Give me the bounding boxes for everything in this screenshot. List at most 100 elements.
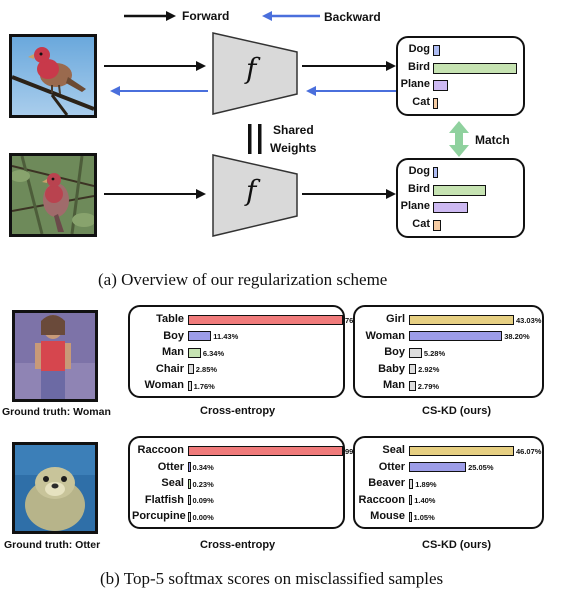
match-arrow-down-icon <box>449 145 469 157</box>
class-label: Plane <box>400 78 430 90</box>
score-percent-label: 5.28% <box>423 348 446 358</box>
score-percent-label: 1.40% <box>414 496 436 505</box>
caption-b: (b) Top-5 softmax scores on misclassifie… <box>100 569 444 588</box>
class-label: Girl <box>386 313 405 325</box>
class-label: Cat <box>412 217 430 230</box>
score-percent-label: 11.43% <box>213 332 239 341</box>
score-percent-label: 43.03% <box>516 315 542 325</box>
class-label: Bird <box>408 182 430 195</box>
diagram-arrows <box>104 61 469 199</box>
woman-image-icon <box>15 313 95 399</box>
probability-bar <box>433 167 438 178</box>
sample-image-woman <box>12 310 98 402</box>
class-label: Cat <box>412 95 430 108</box>
score-bar <box>409 511 412 522</box>
class-label: Porcupine <box>132 510 186 522</box>
bird-image-icon <box>12 37 94 115</box>
input-image-1 <box>9 34 97 118</box>
probability-bar <box>433 45 441 56</box>
sample-image-otter <box>12 442 98 534</box>
shared-weights-line-1: Shared <box>273 123 314 137</box>
score-bar <box>409 495 413 505</box>
class-label: Table <box>156 313 184 325</box>
class-label: Plane <box>400 200 430 212</box>
class-label: Man <box>383 379 405 391</box>
score-bar <box>188 380 192 391</box>
score-percent-label: 1.89% <box>415 479 437 489</box>
score-percent-label: 38.20% <box>504 332 530 341</box>
class-label: Baby <box>378 362 405 375</box>
score-bar <box>409 364 417 374</box>
class-label: Beaver <box>368 477 405 489</box>
score-percent-label: 0.23% <box>192 479 214 489</box>
score-bar <box>188 331 212 341</box>
class-label: Boy <box>163 329 184 342</box>
class-label: Raccoon <box>358 493 405 506</box>
match-arrow-up-icon <box>449 121 469 133</box>
probability-bar <box>433 184 486 196</box>
class-label: Flatfish <box>144 493 184 506</box>
legend-forward-label: Forward <box>182 9 230 23</box>
class-label: Boy <box>384 346 405 358</box>
cross-entropy-panel-woman: Table76.27%Boy11.43%Man6.34%Chair2.85%Wo… <box>128 305 370 398</box>
score-percent-label: 2.85% <box>195 365 218 374</box>
class-label: Seal <box>382 444 405 456</box>
legend-backward-label: Backward <box>324 10 381 24</box>
probability-bar <box>433 219 441 231</box>
probability-bar <box>433 62 517 74</box>
score-bar <box>409 380 416 391</box>
score-bar <box>188 462 191 472</box>
class-label: Dog <box>408 165 430 177</box>
otter-image-icon <box>15 445 95 531</box>
score-percent-label: 1.05% <box>413 512 435 522</box>
encoder-top <box>212 32 298 115</box>
score-bar <box>409 462 467 472</box>
class-label: Mouse <box>370 510 405 522</box>
score-bar <box>188 314 343 325</box>
class-label: Otter <box>378 460 405 473</box>
cs-kd-title-otter: CS-KD (ours) <box>422 539 492 551</box>
encoder-bottom <box>212 154 298 237</box>
class-label: Chair <box>155 362 184 375</box>
cs-kd-panel-otter: Seal 46.07% Otter 25.05% Beaver 1.89% Raccoon 1… <box>353 436 544 529</box>
score-percent-label: 0.00% <box>192 512 214 522</box>
score-bar <box>409 314 514 325</box>
class-label: Woman <box>365 329 405 342</box>
cross-entropy-title-woman: Cross-entropy <box>200 405 276 417</box>
score-bar <box>188 511 191 522</box>
score-percent-label: 1.76% <box>193 381 215 391</box>
score-bar <box>409 331 503 341</box>
caption-a: (a) Overview of our regularization schem… <box>98 270 388 289</box>
backward-arrow-icon <box>262 11 272 21</box>
legend-graphics <box>124 11 320 21</box>
class-label: Seal <box>161 477 184 489</box>
score-bar <box>409 445 514 456</box>
score-bar <box>409 347 422 358</box>
score-bar <box>188 478 191 489</box>
bird-image-icon <box>12 156 94 234</box>
cross-entropy-title-otter: Cross-entropy <box>200 539 276 551</box>
class-label: Raccoon <box>137 444 184 456</box>
score-percent-label: 0.09% <box>192 496 214 505</box>
score-percent-label: 46.07% <box>516 446 542 456</box>
class-label: Dog <box>408 43 430 55</box>
forward-arrow-icon <box>166 11 176 21</box>
shared-weights-line-2: Weights <box>270 141 317 155</box>
class-label: Otter <box>157 460 184 473</box>
cs-kd-title-woman: CS-KD (ours) <box>422 405 492 417</box>
match-label: Match <box>475 133 510 147</box>
score-percent-label: 25.05% <box>468 463 494 472</box>
score-bar <box>188 445 343 456</box>
score-percent-label: 6.34% <box>202 348 225 358</box>
class-label: Woman <box>144 379 184 391</box>
score-bar <box>188 347 201 358</box>
probability-bar <box>433 97 438 109</box>
function-symbol-bottom: f <box>246 174 257 207</box>
input-image-2 <box>9 153 97 237</box>
probability-bar <box>433 80 448 91</box>
class-label: Bird <box>408 60 430 73</box>
ground-truth-woman: Ground truth: Woman <box>2 406 111 418</box>
